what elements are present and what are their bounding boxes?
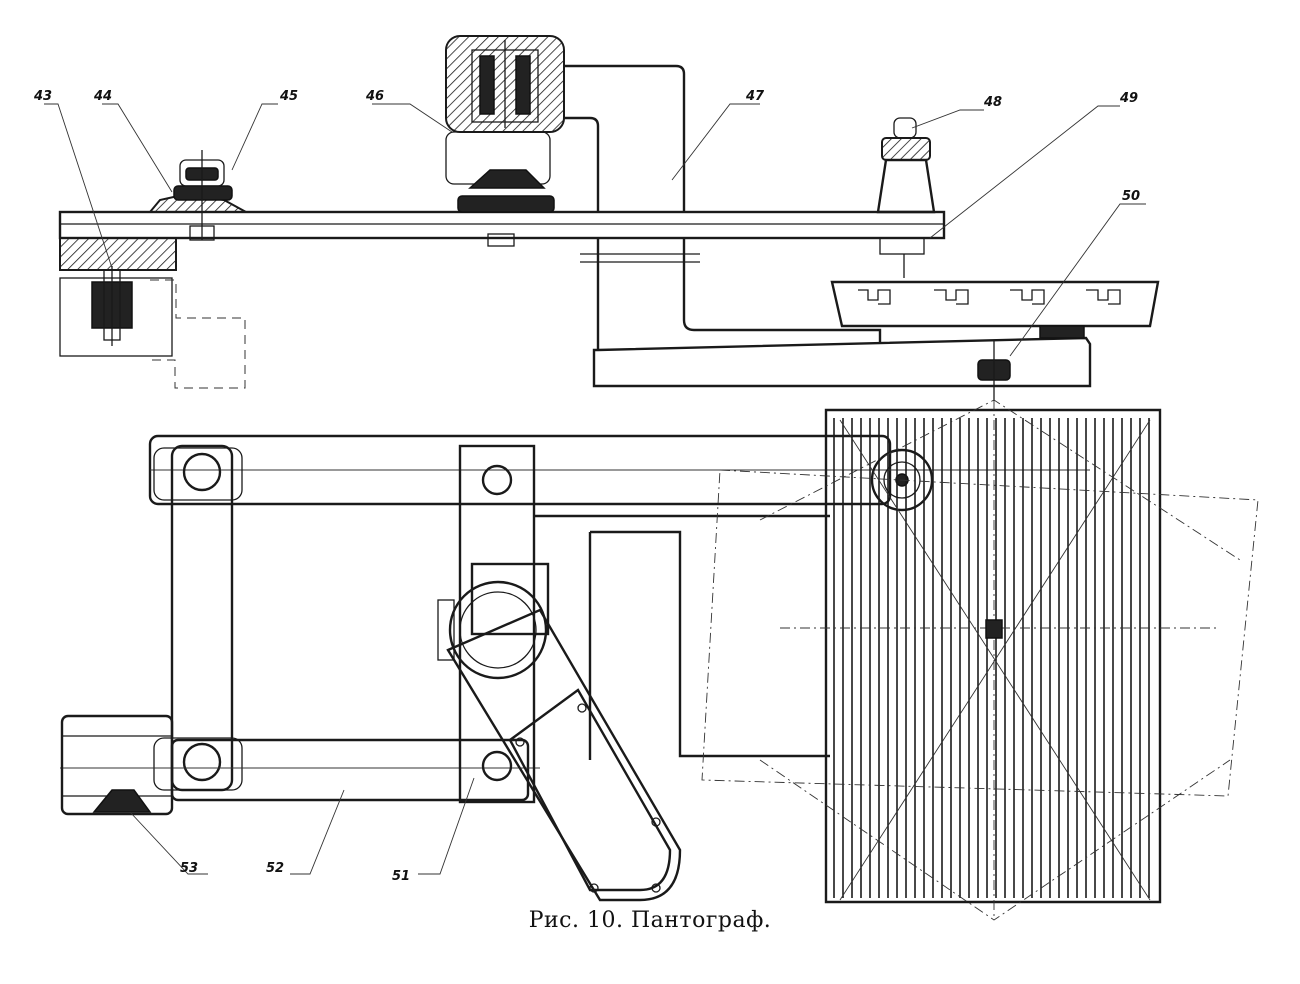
part-label-51: 51 (392, 869, 410, 884)
upper-assembly (58, 35, 1160, 400)
part-label-48: 48 (983, 95, 1002, 110)
part-label-52: 52 (266, 861, 284, 876)
part-label-50: 50 (1122, 189, 1140, 204)
part-label-53: 53 (180, 861, 198, 876)
part-label-47: 47 (745, 89, 765, 104)
part-label-43: 43 (33, 89, 52, 104)
part-label-45: 45 (279, 89, 298, 104)
part-labels: 43 44 45 46 47 48 49 50 51 52 53 (33, 89, 1140, 884)
leader-lines (44, 103, 1146, 875)
part-label-44: 44 (93, 89, 112, 104)
figure-caption: Рис. 10. Пантограф. (528, 908, 772, 933)
part-label-46: 46 (365, 89, 384, 104)
fluted-workpiece (701, 399, 1259, 921)
lower-assembly (60, 434, 1090, 902)
part-label-49: 49 (1119, 91, 1138, 106)
